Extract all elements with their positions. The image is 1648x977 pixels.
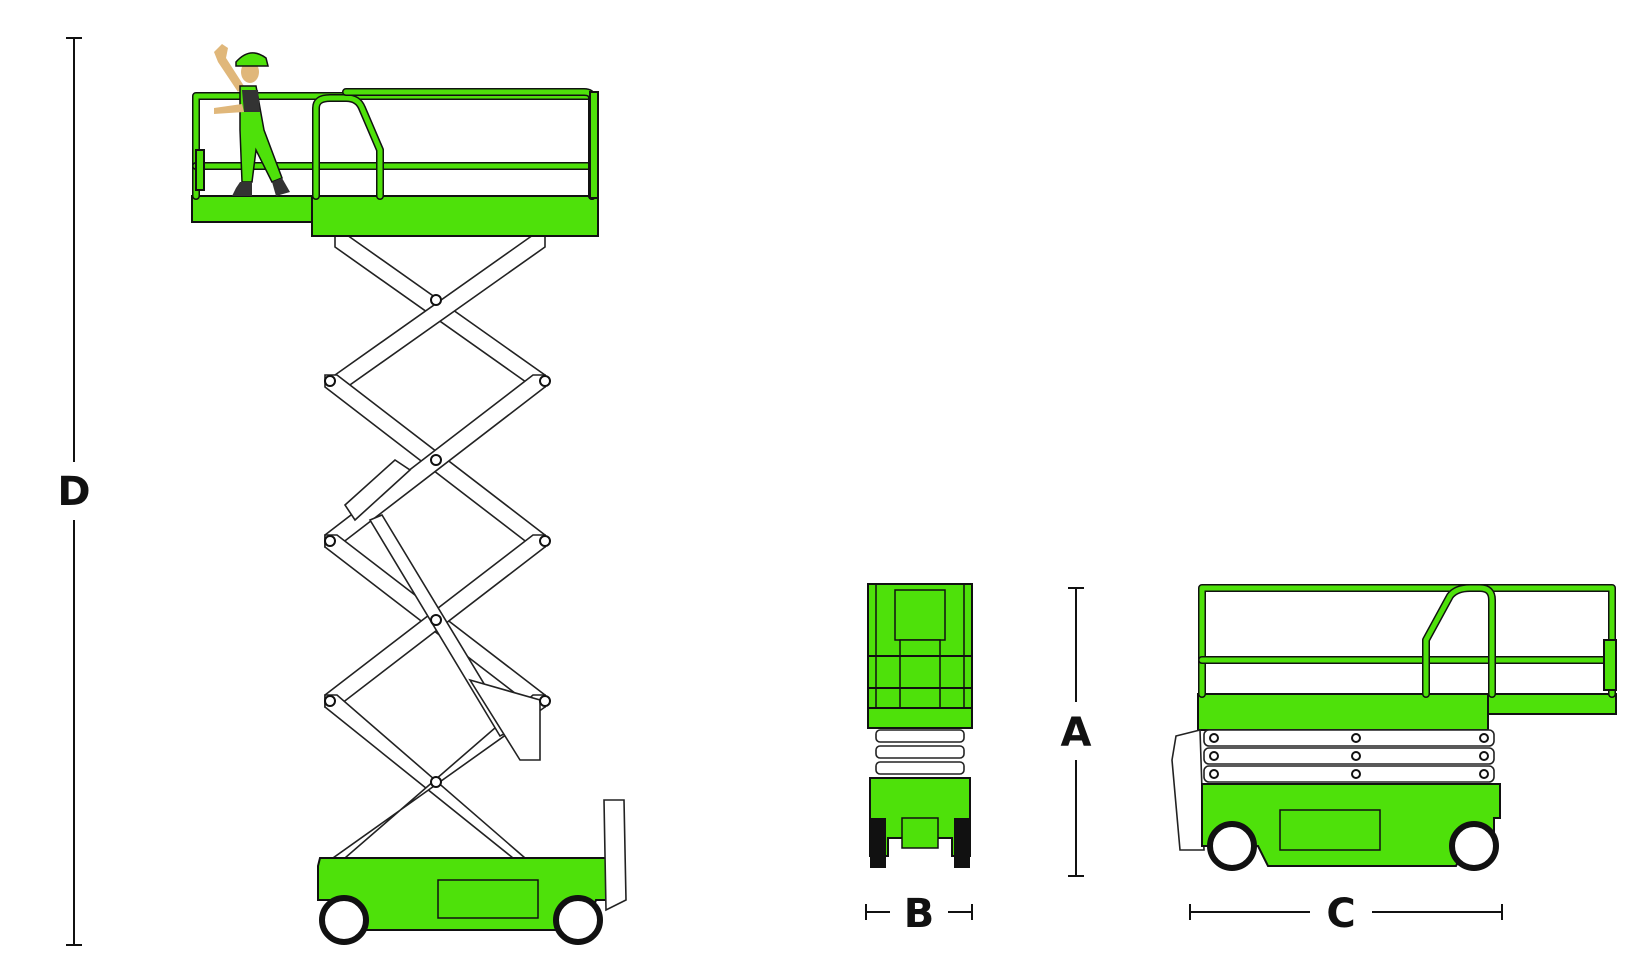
raised-chassis	[317, 799, 627, 945]
dimension-a: A	[1061, 587, 1092, 877]
dimension-b: B	[865, 891, 973, 937]
label-a: A	[1061, 710, 1092, 756]
worker-figure	[214, 44, 290, 196]
scissor-arms	[324, 234, 551, 859]
label-b: B	[904, 891, 935, 937]
dimension-c: C	[1189, 891, 1503, 937]
front-view-lift	[867, 583, 973, 868]
stowed-side-view-lift	[1171, 584, 1617, 871]
dimension-d: D	[57, 37, 91, 946]
label-d: D	[57, 469, 90, 515]
label-c: C	[1326, 891, 1355, 937]
raised-platform	[191, 88, 599, 237]
raised-scissor-lift	[191, 44, 627, 945]
